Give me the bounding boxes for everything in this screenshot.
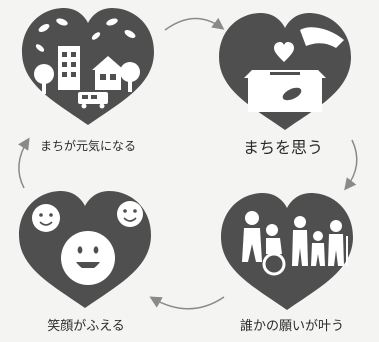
cycle-arrow-bottom xyxy=(149,296,225,310)
smiling-faces-icon xyxy=(32,201,143,285)
ballot-box-details xyxy=(270,72,302,101)
heart-smile xyxy=(19,191,151,308)
heart-town xyxy=(22,8,154,125)
label-wish: 誰かの願いが叶う xyxy=(240,318,344,334)
label-smile: 笑顔がふえる xyxy=(47,318,125,334)
heart-shape xyxy=(22,8,154,125)
heart-wish xyxy=(221,193,353,310)
heart-care xyxy=(219,13,351,130)
cycle-arrow-top xyxy=(164,17,225,31)
family-icon xyxy=(242,211,348,276)
cycle-arrow-left xyxy=(18,137,30,189)
cycle-arrow-right xyxy=(344,139,358,191)
town-icon-details xyxy=(62,52,116,99)
label-town: まちが元気になる xyxy=(40,138,136,153)
label-care: まちを思う xyxy=(243,138,323,157)
